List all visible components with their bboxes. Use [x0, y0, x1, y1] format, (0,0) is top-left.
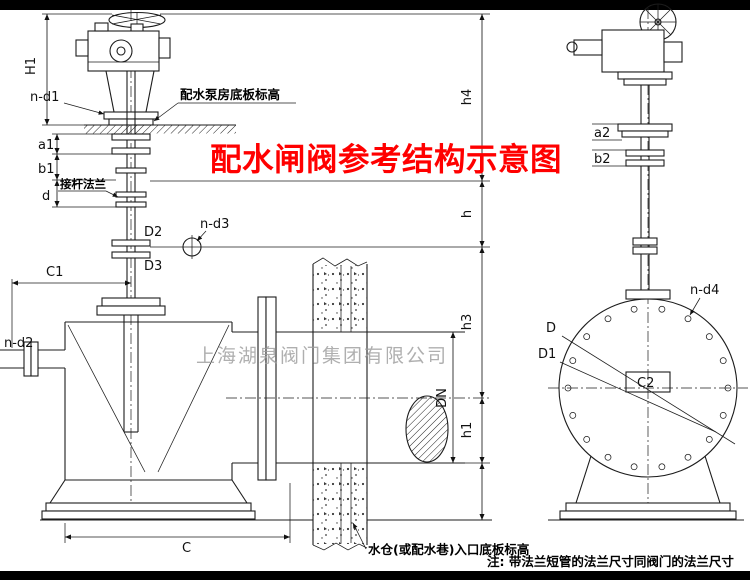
electric-actuator-left [75, 11, 171, 126]
dim-H1: H1 [24, 57, 39, 75]
dim-D1: D1 [538, 347, 556, 362]
pump-room-floor-line [84, 124, 236, 134]
outlet-pipe [226, 296, 492, 481]
base-support-right [559, 455, 737, 520]
concrete-wall [312, 257, 368, 551]
dim-a1: a1 [38, 138, 54, 153]
letterbox-top [0, 0, 750, 10]
right-front-view: a2 b2 C2 D D1 n-d4 [538, 3, 748, 521]
drawing-title: 配水闸阀参考结构示意图 [210, 141, 562, 178]
annotations: 配水泵房底板标高 接杆法兰 水仓(或配水巷)入口底板标高 配水闸阀参考结构示意图… [58, 87, 734, 569]
dim-D: D [546, 321, 556, 336]
stem-flanges-right [617, 123, 673, 255]
dim-n-d4: n-d4 [690, 283, 719, 298]
letterbox-bottom [0, 571, 750, 580]
dim-D3: D3 [144, 259, 162, 274]
pipe-section-ellipse [405, 395, 449, 463]
electric-actuator-right [566, 3, 683, 86]
inlet-pipe-stub [0, 341, 65, 377]
dim-DN: DN [435, 388, 450, 408]
dim-n-d1: n-d1 [30, 90, 59, 105]
dim-h1: h1 [460, 422, 475, 439]
dim-h4: h4 [460, 89, 475, 106]
stem-flanges [111, 133, 151, 259]
pump-room-floor-label: 配水泵房底板标高 [180, 87, 280, 102]
dim-D2: D2 [144, 225, 162, 240]
dimensions-left: H1 n-d1 a1 b1 d D2 D3 n-d3 C1 n-d2 C DN [4, 13, 490, 556]
company-watermark: 上海湖泉阀门集团有限公司 [196, 345, 448, 367]
sump-floor-label: 水仓(或配水巷)入口底板标高 [368, 542, 529, 557]
dim-C1: C1 [46, 265, 63, 280]
valve-top-flange [96, 297, 166, 316]
dim-a2: a2 [594, 126, 610, 141]
dim-b1: b1 [38, 162, 55, 177]
dim-h3: h3 [460, 314, 475, 331]
dim-n-d2: n-d2 [4, 336, 33, 351]
dim-n-d3: n-d3 [200, 217, 229, 232]
valve-front-circle: C2 [548, 289, 748, 478]
valve-body [64, 315, 233, 481]
dim-C2: C2 [637, 376, 654, 391]
bolt-holes [564, 305, 732, 471]
rod-flange-label: 接杆法兰 [60, 177, 106, 191]
footnote: 注: 带法兰短管的法兰尺寸同阀门的法兰尺寸 [487, 554, 734, 569]
dim-h: h [460, 210, 475, 218]
valve-bottom-flange [41, 479, 256, 520]
left-section-view [0, 10, 492, 551]
dim-d: d [42, 189, 50, 204]
dim-b2: b2 [594, 152, 611, 167]
dim-C: C [182, 541, 191, 556]
